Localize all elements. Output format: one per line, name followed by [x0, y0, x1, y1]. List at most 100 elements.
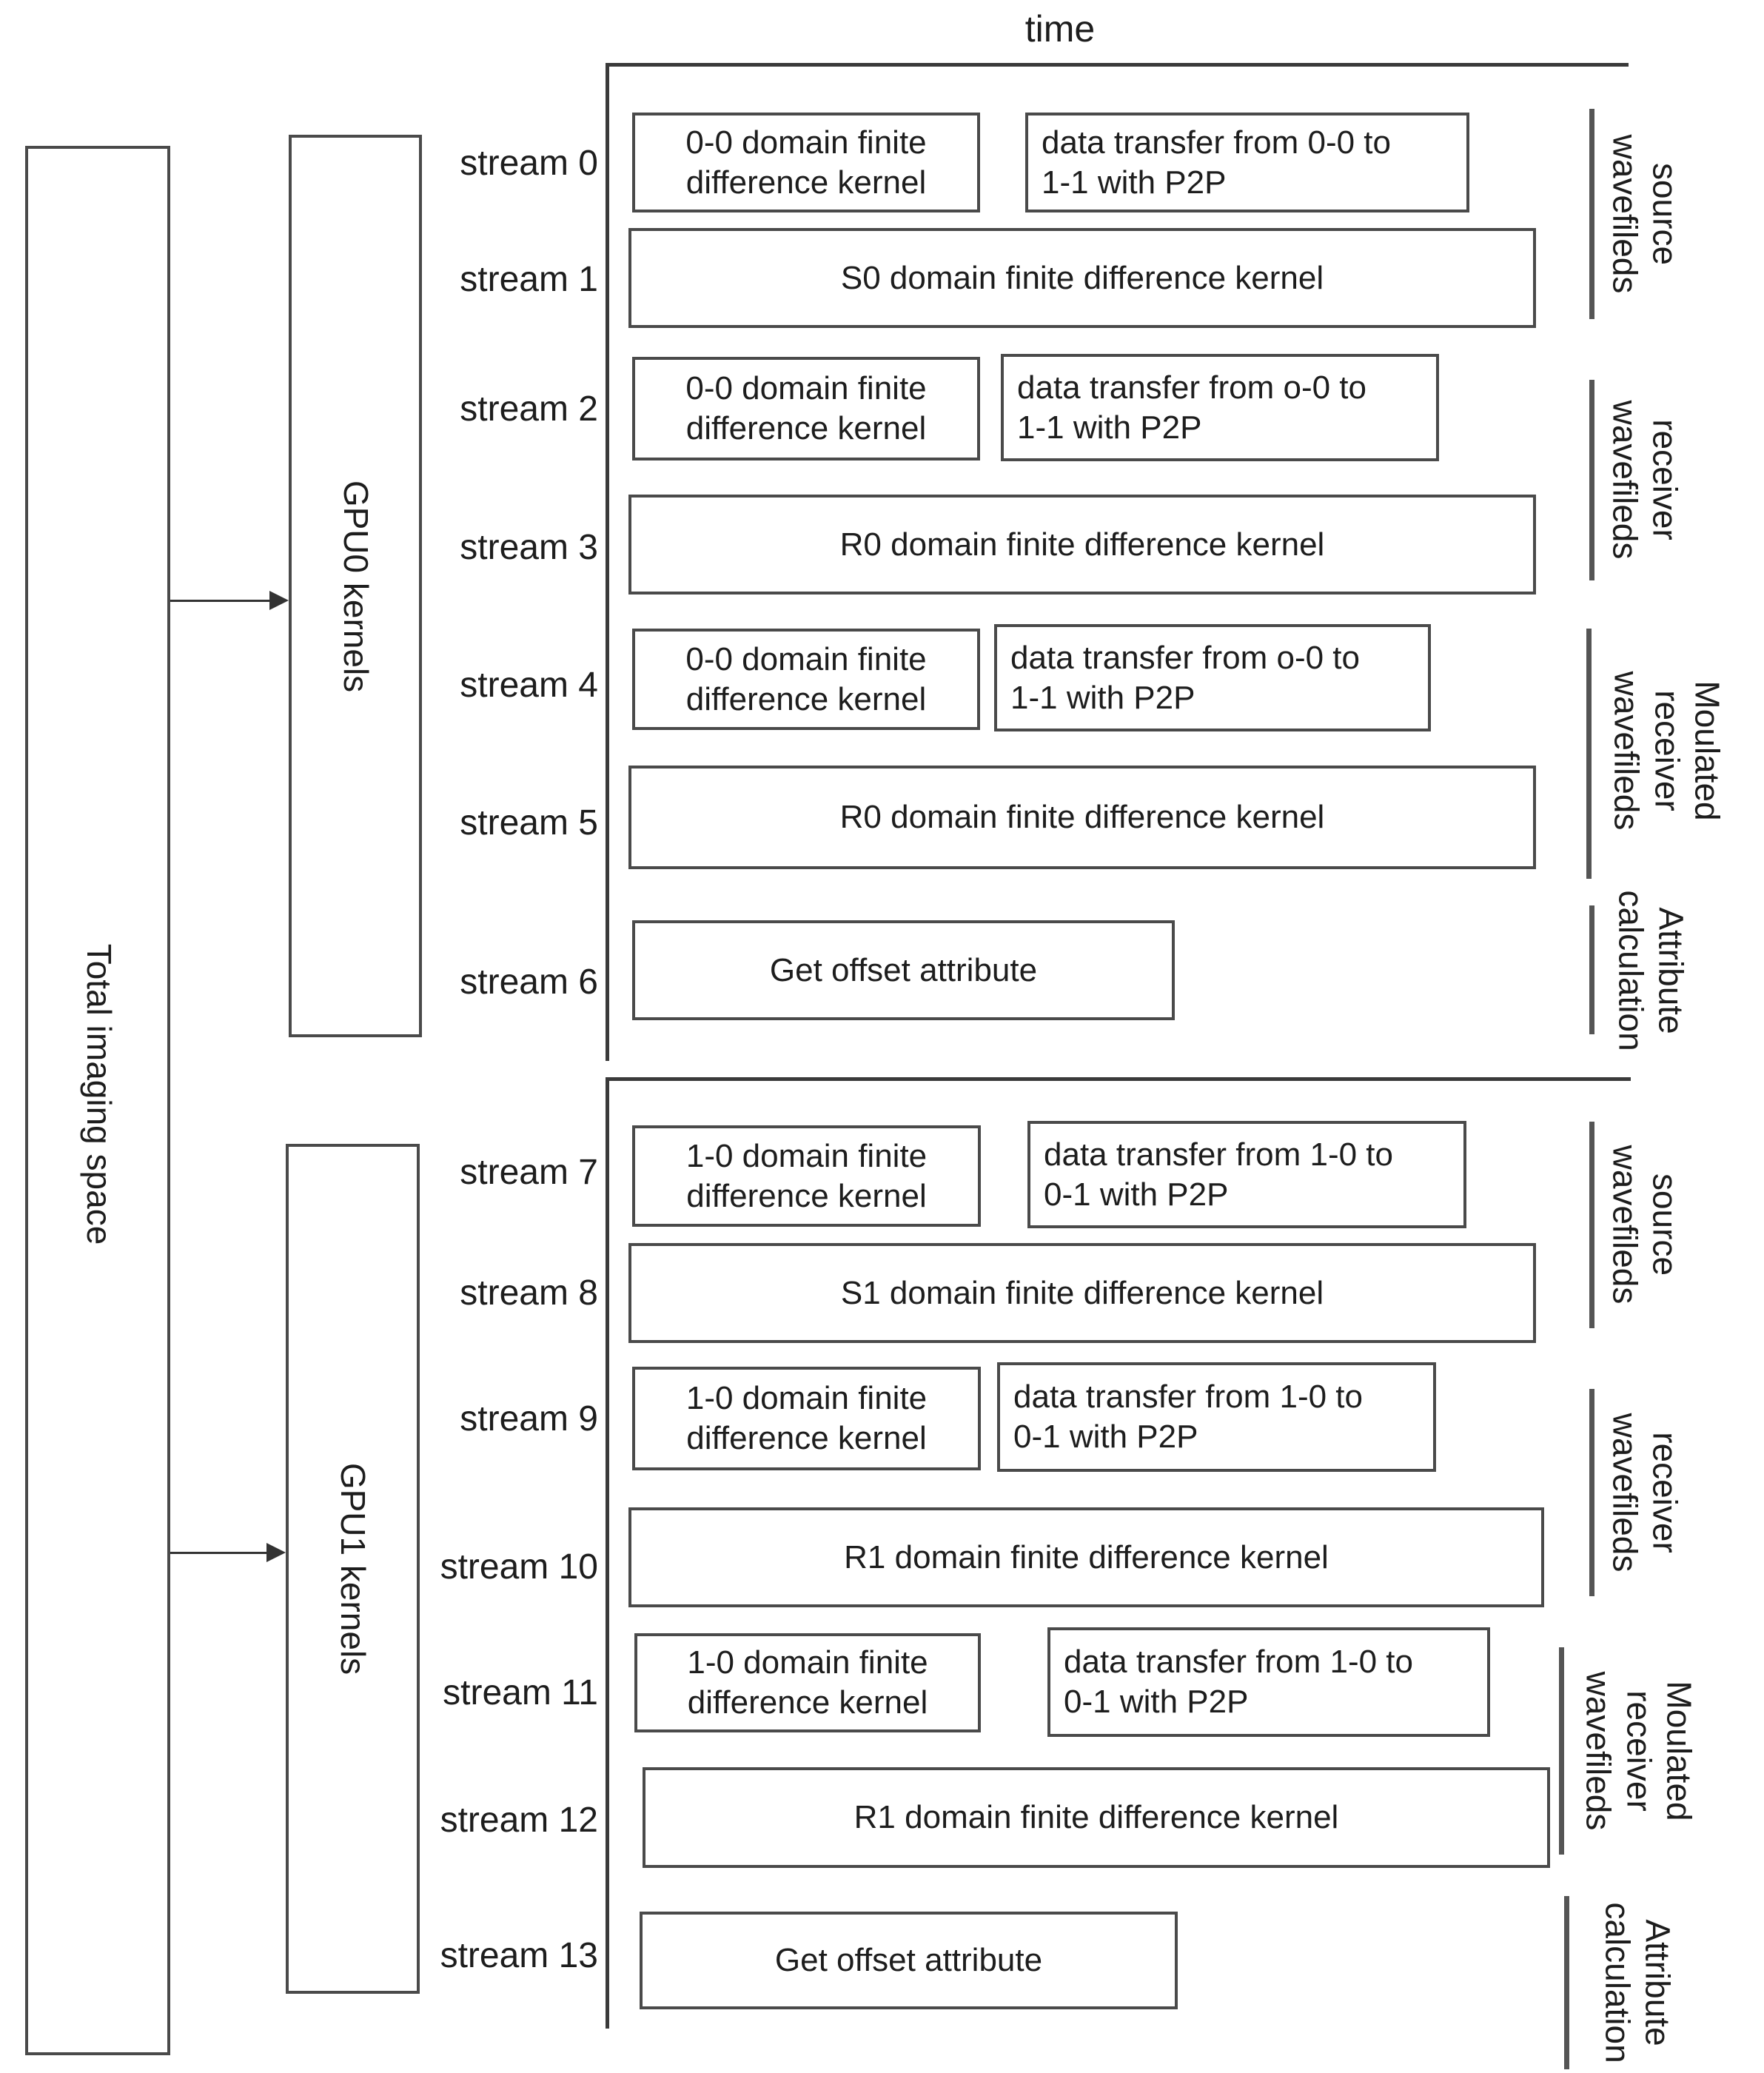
- stream-6-label: stream 6: [460, 962, 598, 1002]
- kernel-box-label: R0 domain finite difference kernel: [839, 799, 1325, 836]
- gpu1-stream-axis-line: [606, 1077, 609, 2029]
- stream-1-label: stream 1: [460, 260, 598, 299]
- transfer-box-label: data transfer from 1-0 to 0-1 with P2P: [1044, 1136, 1393, 1213]
- gpu1-bracket-attribute-calculation: [1564, 1896, 1569, 2069]
- stream-0-transfer-box: data transfer from 0-0 to 1-1 with P2P: [1025, 113, 1469, 212]
- annotation-line: receiver: [1648, 690, 1687, 811]
- arrow-line: [170, 1552, 269, 1554]
- gpu0-kernels-label: GPU0 kernels: [337, 480, 376, 693]
- kernel-box-label: R0 domain finite difference kernel: [839, 526, 1325, 563]
- kernel-box-label: 0-0 domain finite difference kernel: [685, 370, 927, 446]
- kernel-box-label: 1-0 domain finite difference kernel: [685, 1380, 928, 1456]
- time-axis-label: time: [1024, 8, 1096, 50]
- kernel-box-label: 1-0 domain finite difference kernel: [687, 1644, 928, 1721]
- annotation-line: receiver: [1620, 1690, 1659, 1812]
- gpu1-bracket-receiver-wavefields: [1589, 1389, 1594, 1596]
- kernel-box-label: Get offset attribute: [769, 951, 1038, 988]
- stream-2-transfer-box: data transfer from o-0 to 1-1 with P2P: [1001, 354, 1439, 461]
- stream-2-label: stream 2: [460, 389, 598, 429]
- gpu1-annotation-attribute-calculation: Attribute calculation: [1597, 1902, 1678, 2063]
- arrow-line: [170, 600, 272, 602]
- gpu1-bracket-modulated-receiver-wavefields: [1559, 1647, 1564, 1855]
- annotation-line: Moulated: [1688, 680, 1727, 821]
- kernel-box-label: 1-0 domain finite difference kernel: [685, 1137, 928, 1214]
- annotation-line: wavefileds: [1606, 1413, 1644, 1573]
- gpu1-annotation-source-wavefields: source wavefileds: [1605, 1145, 1686, 1305]
- annotation-line: wavefileds: [1606, 134, 1644, 294]
- gpu0-annotation-attribute-calculation: Attribute calculation: [1611, 890, 1691, 1051]
- gpu1-bracket-source-wavefields: [1589, 1122, 1594, 1328]
- arrow-head-icon: [269, 591, 289, 610]
- stream-3-label: stream 3: [460, 528, 598, 567]
- gpu0-bracket-source-wavefields: [1589, 109, 1594, 319]
- stream-7-transfer-box: data transfer from 1-0 to 0-1 with P2P: [1027, 1121, 1466, 1228]
- stream-9-label: stream 9: [460, 1399, 598, 1439]
- stream-10-label: stream 10: [440, 1547, 598, 1587]
- gpu0-bracket-modulated-receiver-wavefields: [1586, 629, 1592, 879]
- gpu0-annotation-receiver-wavefields: receiver wavefileds: [1605, 401, 1686, 560]
- annotation-line: source: [1646, 1173, 1685, 1276]
- gpu1-annotation-receiver-wavefields: receiver wavefileds: [1605, 1413, 1686, 1573]
- kernel-box-label: R1 domain finite difference kernel: [854, 1799, 1339, 1836]
- total-imaging-space-box: [25, 146, 170, 2055]
- stream-2-kernel-box: 0-0 domain finite difference kernel: [632, 357, 980, 461]
- annotation-line: receiver: [1646, 419, 1685, 540]
- transfer-box-label: data transfer from o-0 to 1-1 with P2P: [1010, 639, 1360, 716]
- stream-9-transfer-box: data transfer from 1-0 to 0-1 with P2P: [997, 1362, 1436, 1472]
- stream-9-kernel-box: 1-0 domain finite difference kernel: [632, 1367, 981, 1470]
- kernel-box-label: 0-0 domain finite difference kernel: [685, 640, 927, 717]
- stream-12-kernel-box: R1 domain finite difference kernel: [643, 1767, 1550, 1868]
- gpu0-time-axis-line: [607, 63, 1629, 67]
- annotation-line: receiver: [1646, 1432, 1685, 1553]
- kernel-box-label: S0 domain finite difference kernel: [840, 259, 1324, 296]
- annotation-line: wavefileds: [1606, 1145, 1644, 1305]
- stream-3-kernel-box: R0 domain finite difference kernel: [628, 495, 1536, 595]
- gpu0-bracket-attribute-calculation: [1589, 905, 1594, 1034]
- transfer-box-label: data transfer from 1-0 to 0-1 with P2P: [1064, 1644, 1413, 1720]
- gpu0-bracket-receiver-wavefields: [1589, 380, 1594, 580]
- gpu0-kernels-box: [289, 135, 422, 1037]
- gpu1-annotation-modulated-receiver-wavefields: Moulated receiver wavefileds: [1579, 1672, 1700, 1831]
- stream-8-kernel-box: S1 domain finite difference kernel: [628, 1243, 1536, 1343]
- stream-13-label: stream 13: [440, 1936, 598, 1975]
- stream-6-kernel-box: Get offset attribute: [632, 920, 1175, 1020]
- annotation-line: calculation: [1612, 890, 1650, 1051]
- gpu1-kernels-box: [286, 1144, 420, 1994]
- stream-10-kernel-box: R1 domain finite difference kernel: [628, 1507, 1544, 1607]
- gpu0-stream-axis-line: [606, 63, 609, 1061]
- stream-0-label: stream 0: [460, 144, 598, 183]
- kernel-box-label: R1 domain finite difference kernel: [844, 1538, 1329, 1575]
- stream-13-kernel-box: Get offset attribute: [640, 1912, 1178, 2009]
- annotation-line: Attribute: [1651, 907, 1691, 1034]
- annotation-line: source: [1646, 162, 1685, 266]
- annotation-line: Attribute: [1638, 1919, 1677, 2046]
- total-imaging-space-label: Total imaging space: [80, 943, 119, 1245]
- stream-11-kernel-box: 1-0 domain finite difference kernel: [634, 1633, 981, 1732]
- stream-11-transfer-box: data transfer from 1-0 to 0-1 with P2P: [1047, 1627, 1490, 1737]
- gpu1-time-axis-line: [607, 1077, 1631, 1081]
- kernel-box-label: S1 domain finite difference kernel: [840, 1274, 1324, 1311]
- stream-1-kernel-box: S0 domain finite difference kernel: [628, 228, 1536, 328]
- stream-4-transfer-box: data transfer from o-0 to 1-1 with P2P: [994, 624, 1431, 731]
- annotation-line: wavefileds: [1579, 1671, 1618, 1831]
- stream-7-kernel-box: 1-0 domain finite difference kernel: [632, 1125, 981, 1227]
- transfer-box-label: data transfer from o-0 to 1-1 with P2P: [1017, 369, 1366, 446]
- stream-4-kernel-box: 0-0 domain finite difference kernel: [632, 629, 980, 730]
- stream-4-label: stream 4: [460, 666, 598, 705]
- transfer-box-label: data transfer from 0-0 to 1-1 with P2P: [1042, 124, 1391, 201]
- gpu0-annotation-source-wavefields: source wavefileds: [1605, 135, 1686, 294]
- kernel-box-label: 0-0 domain finite difference kernel: [685, 124, 927, 201]
- stream-8-label: stream 8: [460, 1273, 598, 1313]
- stream-11-label: stream 11: [443, 1673, 598, 1712]
- annotation-line: Moulated: [1660, 1681, 1699, 1821]
- gpu0-annotation-modulated-receiver-wavefields: Moulated receiver wavefileds: [1607, 672, 1728, 831]
- gpu1-kernels-label: GPU1 kernels: [334, 1462, 373, 1675]
- annotation-line: wavefileds: [1606, 400, 1644, 560]
- annotation-line: wavefileds: [1607, 671, 1646, 831]
- stream-12-label: stream 12: [440, 1801, 598, 1840]
- stream-5-kernel-box: R0 domain finite difference kernel: [628, 766, 1536, 869]
- stream-5-label: stream 5: [460, 803, 598, 843]
- transfer-box-label: data transfer from 1-0 to 0-1 with P2P: [1013, 1379, 1363, 1455]
- stream-7-label: stream 7: [460, 1153, 598, 1192]
